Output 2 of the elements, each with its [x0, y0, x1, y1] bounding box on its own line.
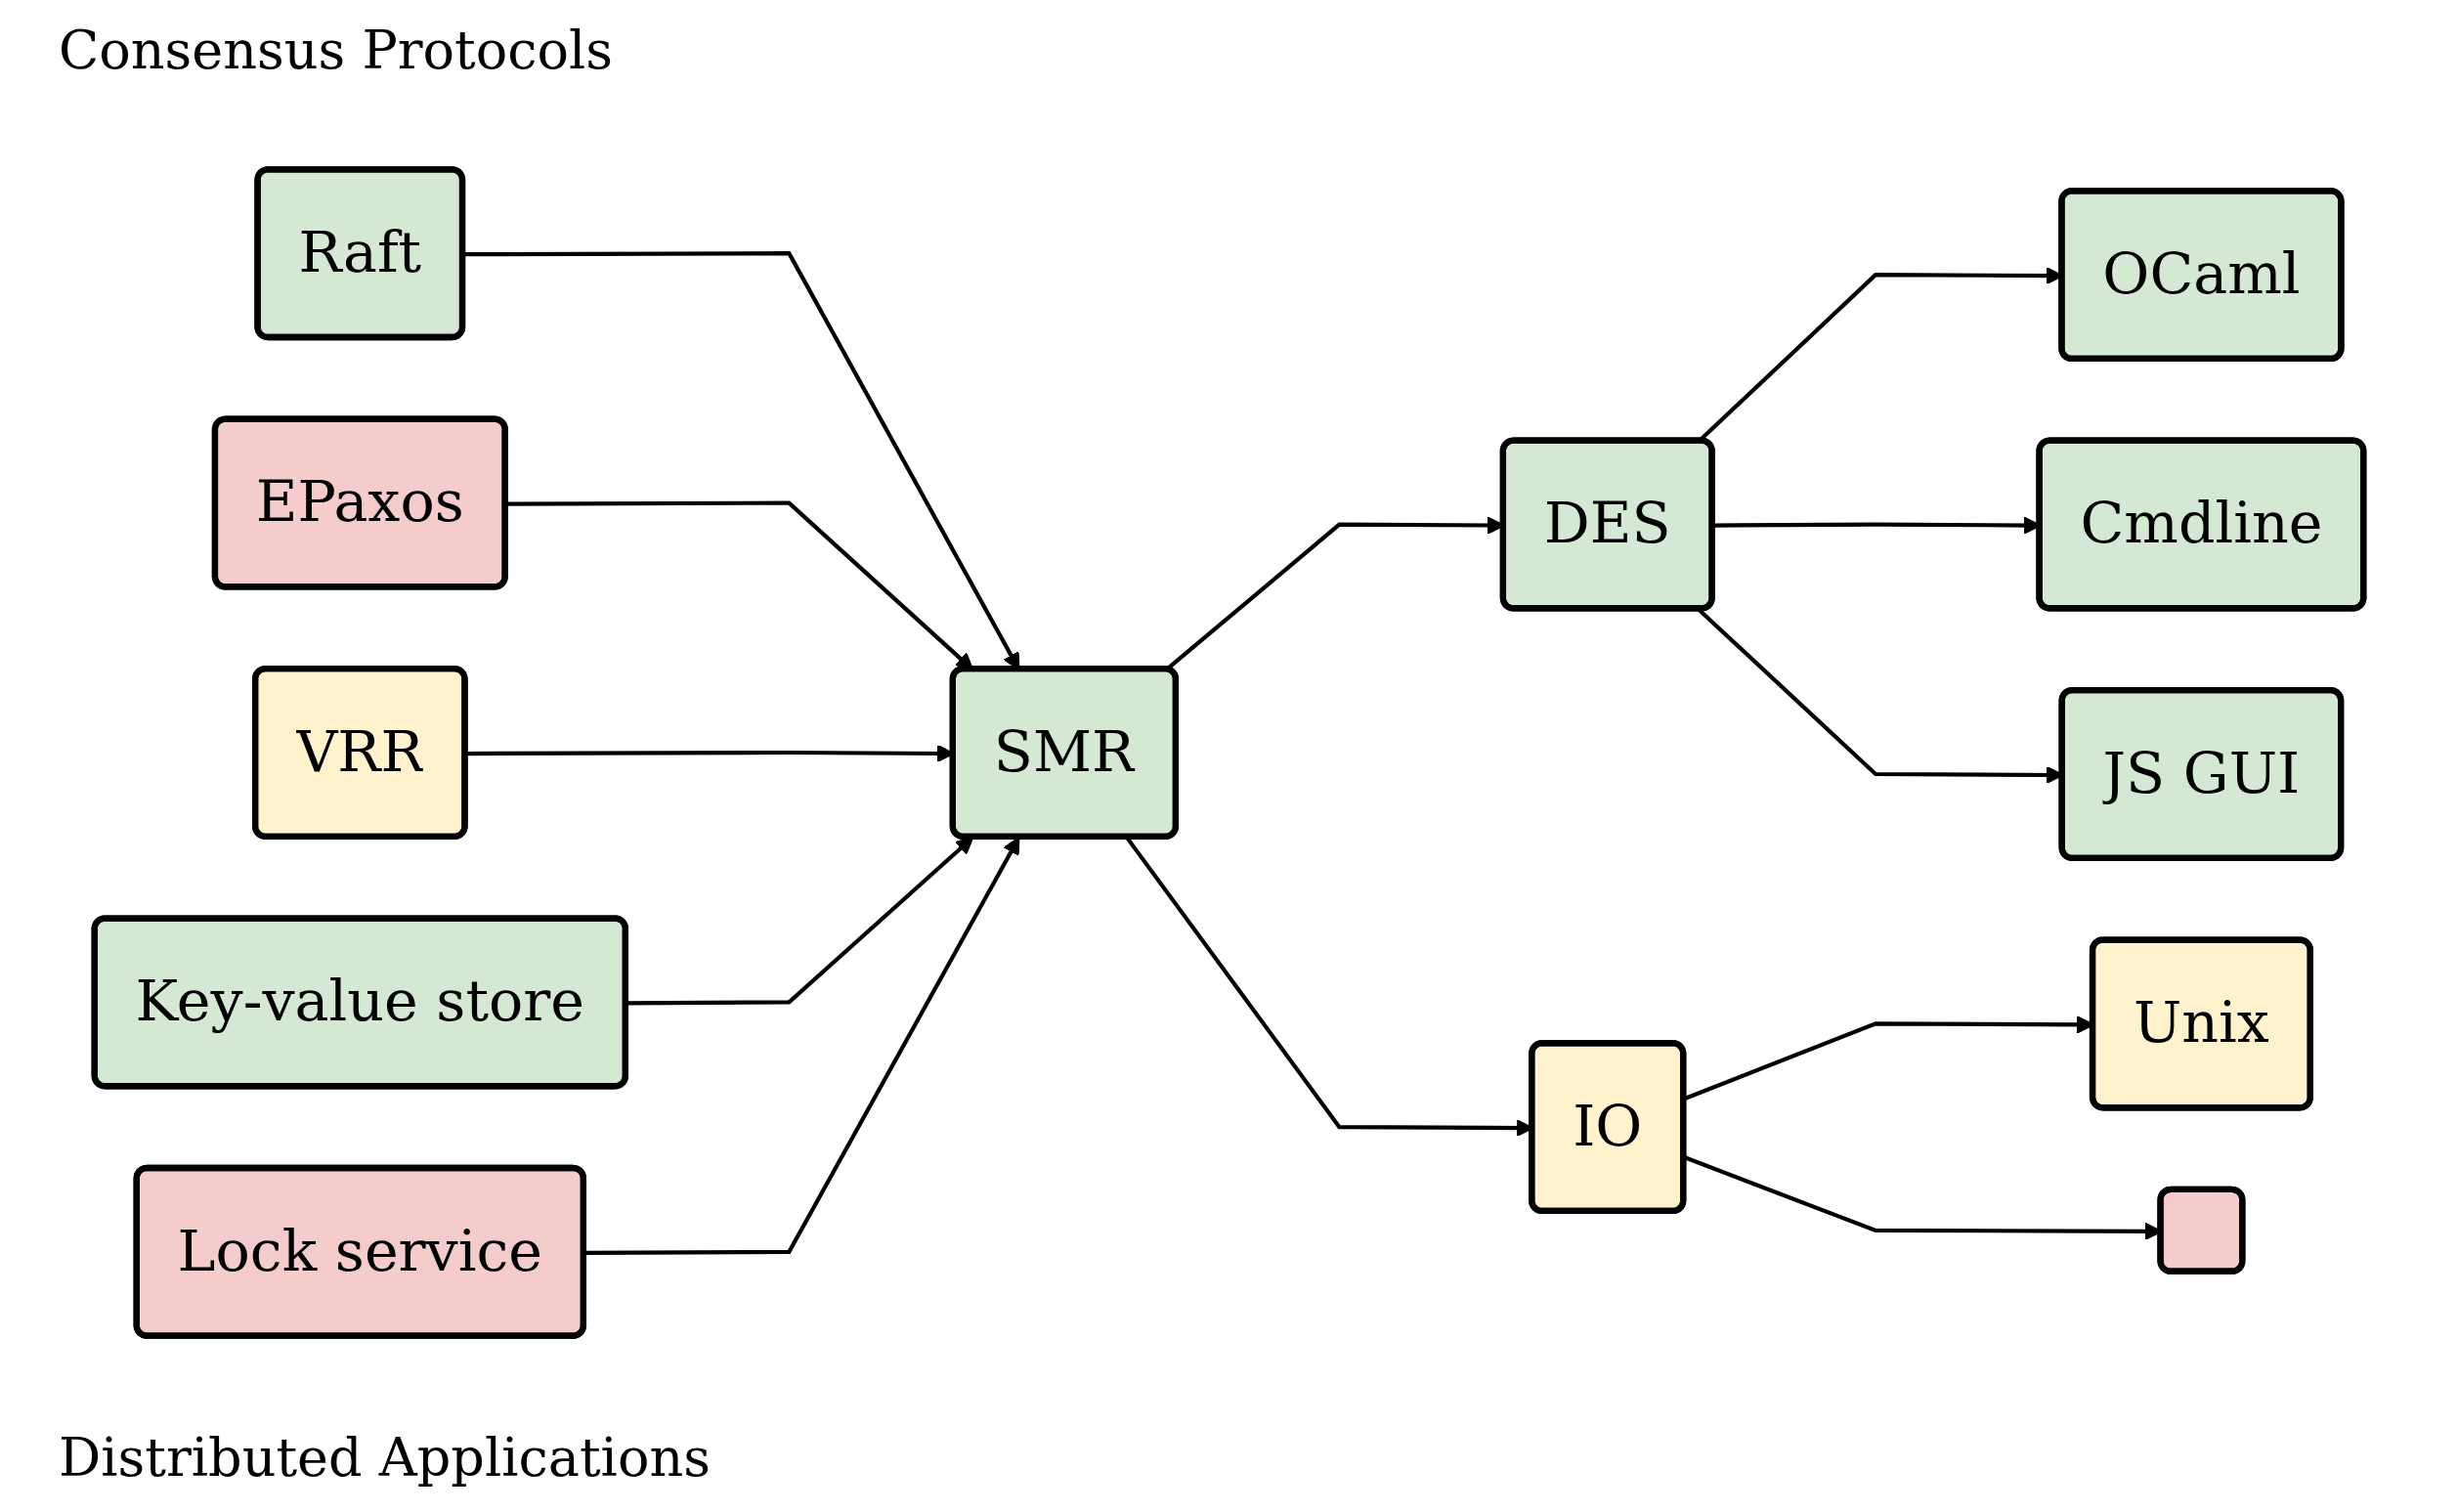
- group-label: Consensus Protocols: [59, 20, 614, 81]
- group-label: Distributed Applications: [59, 1427, 711, 1489]
